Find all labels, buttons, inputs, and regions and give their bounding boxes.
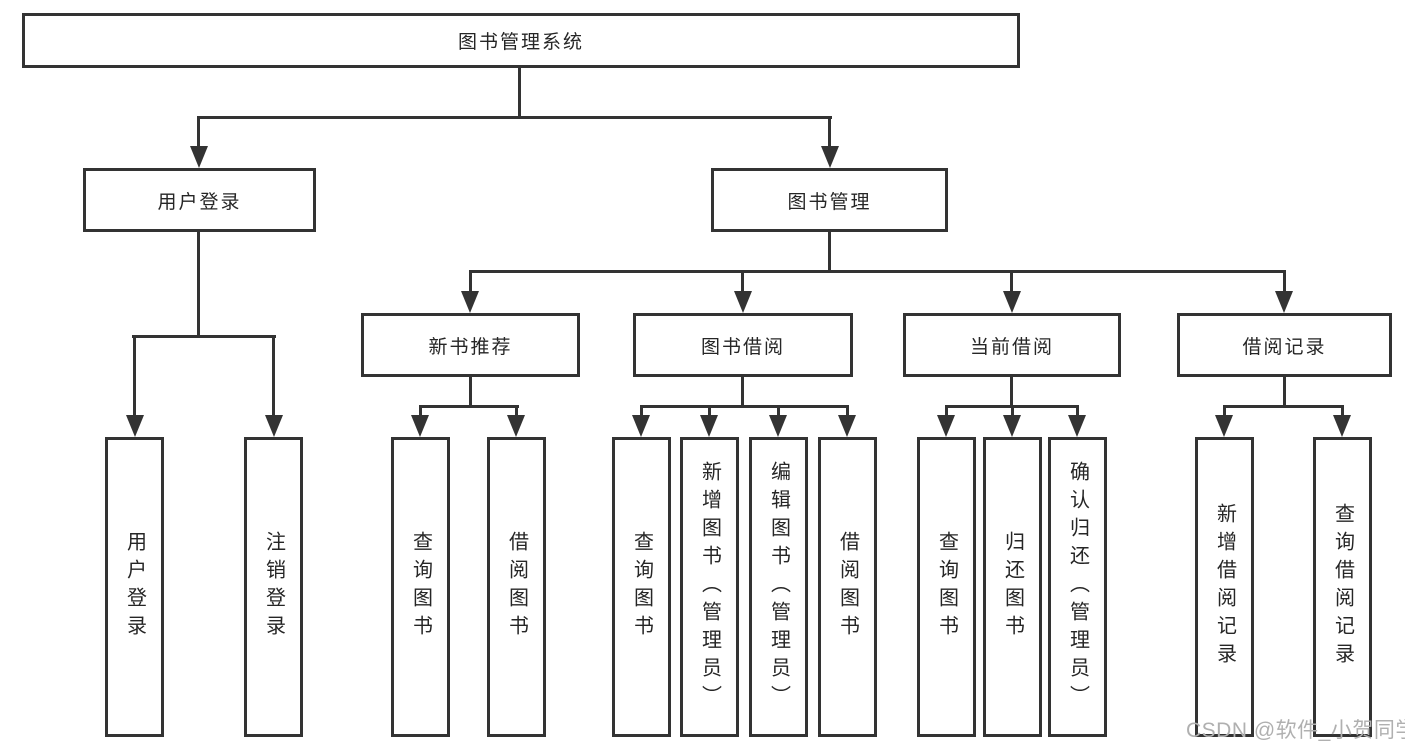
watermark: CSDN @软件_小贺同学 [1186,719,1405,742]
arrowhead-down-icon [821,146,839,168]
node-label: 借阅记录 [1242,336,1327,358]
connector-line [708,407,711,417]
arrowhead-down-icon [1275,291,1293,313]
connector-line [828,232,831,272]
node-label: 编辑图书（管理员） [767,461,790,713]
arrowhead-down-icon [461,291,479,313]
connector-line [1011,407,1014,417]
connector-line [197,116,832,119]
node-label: 确认归还（管理员） [1066,461,1089,713]
connector-line [515,407,518,417]
connector-line [1223,407,1226,417]
node-label: 图书借阅 [700,336,785,358]
node-label: 用户登录 [123,531,146,643]
node-label: 当前借阅 [969,336,1054,358]
node-label: 新增借阅记录 [1213,503,1236,671]
connector-line [1223,405,1344,408]
node-label: 查询图书 [630,531,653,643]
arrowhead-down-icon [734,291,752,313]
leaf-borrow-books-2: 借阅图书 [818,437,877,737]
connector-line [741,377,744,407]
connector-line [945,407,948,417]
leaf-add-book-admin: 新增图书（管理员） [680,437,739,737]
arrowhead-down-icon [190,146,208,168]
leaf-user-login: 用户登录 [105,437,164,737]
connector-line [419,405,519,408]
connector-line [846,407,849,417]
leaf-query-books-3: 查询图书 [917,437,976,737]
node-label: 查询借阅记录 [1331,503,1354,671]
connector-line [469,377,472,407]
connector-line [1283,272,1286,294]
arrowhead-down-icon [126,415,144,437]
connector-line [640,405,849,408]
connector-line [1010,272,1013,294]
connector-line [272,337,275,417]
arrowhead-down-icon [632,415,650,437]
leaf-return-book: 归还图书 [983,437,1042,737]
connector-line [777,407,780,417]
arrowhead-down-icon [700,415,718,437]
node-book-borrowing: 图书借阅 [633,313,853,377]
connector-line [419,407,422,417]
node-label: 用户登录 [157,191,242,213]
arrowhead-down-icon [1333,415,1351,437]
connector-line [741,272,744,294]
leaf-borrow-books-1: 借阅图书 [487,437,546,737]
arrowhead-down-icon [1215,415,1233,437]
node-user-login: 用户登录 [83,168,316,232]
node-borrowing-records: 借阅记录 [1177,313,1392,377]
leaf-query-borrow-record: 查询借阅记录 [1313,437,1372,737]
connector-line [828,118,831,148]
arrowhead-down-icon [1068,415,1086,437]
connector-line [469,272,472,294]
node-book-management: 图书管理 [711,168,948,232]
connector-line [1010,377,1013,407]
node-current-borrowing: 当前借阅 [903,313,1121,377]
connector-line [1283,377,1286,407]
arrowhead-down-icon [1003,415,1021,437]
node-label: 借阅图书 [505,531,528,643]
node-label: 注销登录 [262,531,285,643]
connector-line [469,270,1286,273]
connector-line [640,407,643,417]
leaf-edit-book-admin: 编辑图书（管理员） [749,437,808,737]
node-library-system: 图书管理系统 [22,13,1020,68]
arrowhead-down-icon [1003,291,1021,313]
node-label: 归还图书 [1001,531,1024,643]
node-label: 借阅图书 [836,531,859,643]
connector-line [132,335,276,338]
arrowhead-down-icon [937,415,955,437]
arrowhead-down-icon [265,415,283,437]
node-label: 查询图书 [935,531,958,643]
connector-line [945,405,1079,408]
leaf-confirm-return-admin: 确认归还（管理员） [1048,437,1107,737]
arrowhead-down-icon [838,415,856,437]
arrowhead-down-icon [507,415,525,437]
node-label: 图书管理系统 [457,32,584,53]
connector-line [1341,407,1344,417]
node-new-book-recommend: 新书推荐 [361,313,580,377]
leaf-query-books-1: 查询图书 [391,437,450,737]
node-label: 查询图书 [409,531,432,643]
connector-line [1076,407,1079,417]
connector-line [197,118,200,148]
arrowhead-down-icon [411,415,429,437]
arrowhead-down-icon [769,415,787,437]
connector-line [133,337,136,417]
leaf-logout: 注销登录 [244,437,303,737]
node-label: 新书推荐 [428,336,513,358]
connector-line [518,68,521,118]
connector-line [197,232,200,337]
node-label: 新增图书（管理员） [698,461,721,713]
node-label: 图书管理 [787,191,872,213]
leaf-query-books-2: 查询图书 [612,437,671,737]
leaf-add-borrow-record: 新增借阅记录 [1195,437,1254,737]
